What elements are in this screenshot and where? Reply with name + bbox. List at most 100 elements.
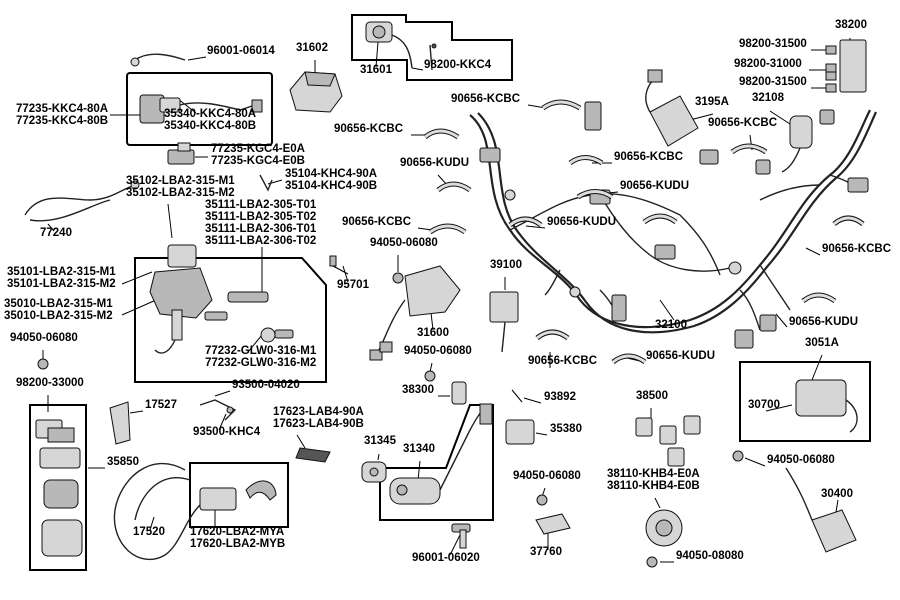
part-number-label: 31340 [403,443,435,455]
part-30700-coil [795,379,858,433]
part-number-label: 90656-KCBC [708,117,778,129]
part-number-label: 77235-KGC4-E0B [211,155,305,167]
part-98200-33000-fuse [35,419,75,443]
part-number-label: 31345 [364,435,396,447]
group-box-seat-lock [126,72,273,146]
part-number-label: 77232-GLW0-316-M2 [205,357,317,369]
part-31600-regulator [369,265,461,361]
part-number-label: 35104-KHC4-90A [285,168,378,180]
part-number-label: 35111-LBA2-306-T01 [205,223,317,235]
part-3195A-module [645,69,699,147]
part-17527-bracket [109,401,131,445]
part-number-label: 90656-KUDU [620,180,690,192]
group-box-relay [29,404,87,571]
part-number-label: 35340-KKC4-80A [164,108,257,120]
part-77240-cable [24,180,140,222]
part-96001-06014 [130,53,186,67]
part-37760-sensor [535,513,571,535]
part-38200-box [839,39,867,93]
part-number-label: 31602 [296,42,328,54]
part-number-label: 77235-KGC4-E0A [211,143,305,155]
part-number-label: 77235-KKC4-80A [16,103,109,115]
part-number-label: 90656-KUDU [646,350,716,362]
part-number-label: 35380 [550,423,582,435]
part-number-label: 96001-06020 [412,552,480,564]
part-key-set [149,244,294,354]
part-17623-cap [295,447,331,463]
part-number-label: 32108 [752,92,784,104]
part-number-label: 35101-LBA2-315-M2 [7,278,116,290]
part-77235-KGC4 [167,142,195,165]
part-number-label: 90656-KUDU [789,316,859,328]
part-number-label: 38500 [636,390,668,402]
part-number-label: 35010-LBA2-315-M1 [4,298,113,310]
part-number-label: 35111-LBA2-305-T01 [205,199,317,211]
part-93892-screw [511,389,523,403]
part-number-label: 77235-KKC4-80B [16,115,109,127]
part-35850-starter-relay [39,447,83,557]
part-number-label: 38110-KHB4-E0A [607,468,700,480]
part-number-label: 17620-LBA2-MYA [190,526,285,538]
part-number-label: 38110-KHB4-E0B [607,480,700,492]
part-39100-relay [489,291,519,353]
part-17520-cable [113,463,201,561]
part-number-label: 35101-LBA2-315-M1 [7,266,116,278]
part-number-label: 3051A [805,337,839,349]
part-number-label: 39100 [490,259,522,271]
part-94050-08080-bolt [646,556,658,568]
part-94050-06080-bolt [37,272,744,506]
part-number-label: 98200-33000 [16,377,84,389]
part-number-label: 94050-06080 [767,454,835,466]
part-31602-cover [289,71,343,113]
part-number-label: 96001-06014 [207,45,275,57]
part-number-label: 38200 [835,19,867,31]
part-number-label: 17527 [145,399,177,411]
main-wire-harness [469,101,878,349]
part-number-label: 32100 [655,319,687,331]
part-number-label: 35850 [107,456,139,468]
part-17620-lock [199,480,277,511]
group-box-key-set [134,257,327,383]
part-number-label: 35111-LBA2-305-T02 [205,211,317,223]
part-number-label: 93500-04020 [232,379,300,391]
part-seat-lock [139,94,263,124]
part-31601-switch [365,21,437,71]
part-30400-cdi [785,467,857,553]
part-number-label: 93500-KHC4 [193,426,261,438]
part-number-label: 94050-06080 [370,237,438,249]
part-number-label: 90656-KUDU [547,216,617,228]
part-number-label: 94050-06080 [10,332,78,344]
part-38110-horn [645,509,683,547]
part-number-label: 31600 [417,327,449,339]
part-number-label: 30700 [748,399,780,411]
group-box-switch-cover [351,14,513,81]
part-38300-fuse [451,381,467,405]
part-number-label: 94050-06080 [513,470,581,482]
part-number-label: 35104-KHC4-90B [285,180,378,192]
part-35104-clip [259,174,273,192]
group-box-speed-sensor [379,404,494,521]
part-98200-31500-fuses [825,45,837,93]
part-96001-06020-bolt [451,523,471,549]
part-number-label: 35102-LBA2-315-M2 [126,187,235,199]
part-number-label: 98200-31000 [734,58,802,70]
part-number-label: 17623-LAB4-90B [273,418,364,430]
part-number-label: 77232-GLW0-316-M1 [205,345,317,357]
part-number-label: 17620-LBA2-MYB [190,538,286,550]
part-31345-gasket [361,461,387,483]
part-31340-sensor [389,403,493,505]
part-number-label: 35010-LBA2-315-M2 [4,310,113,322]
part-number-label: 90656-KUDU [400,157,470,169]
part-number-label: 35340-KKC4-80B [164,120,257,132]
part-number-label: 30400 [821,488,853,500]
part-number-label: 3195A [695,96,729,108]
part-number-label: 17520 [133,526,165,538]
part-93500-screw [199,399,237,421]
part-number-label: 77240 [40,227,72,239]
part-number-label: 94050-06080 [404,345,472,357]
part-32108-harness [781,115,813,173]
part-number-label: 90656-KCBC [451,93,521,105]
part-number-label: 17623-LAB4-90A [273,406,364,418]
leader-lines [42,38,851,563]
